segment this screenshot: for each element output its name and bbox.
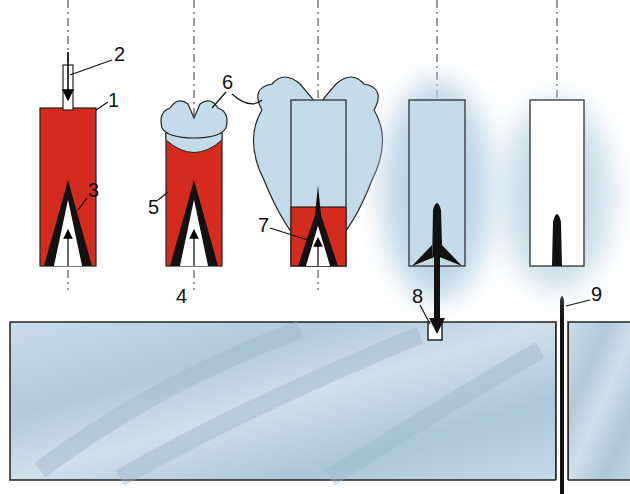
- charge-stage-3: [253, 77, 382, 266]
- callout-number: 7: [256, 215, 271, 235]
- callout-number: 1: [106, 90, 121, 110]
- callout-number: 8: [410, 286, 425, 306]
- callout-number: 4: [174, 286, 189, 306]
- callout-number: 3: [86, 180, 101, 200]
- callout-number: 2: [112, 44, 127, 64]
- penetrating-jet: [560, 296, 564, 494]
- charge-stage-4: [382, 80, 492, 334]
- target-plate: [10, 322, 630, 494]
- callout-number: 5: [146, 197, 161, 217]
- charge-stage-1: [40, 52, 96, 266]
- leader-line: [70, 60, 590, 324]
- charge-stage-5: [502, 100, 612, 290]
- callout-number: 9: [589, 284, 604, 304]
- charge-stage-2: [161, 101, 227, 266]
- callout-number: 6: [220, 72, 235, 92]
